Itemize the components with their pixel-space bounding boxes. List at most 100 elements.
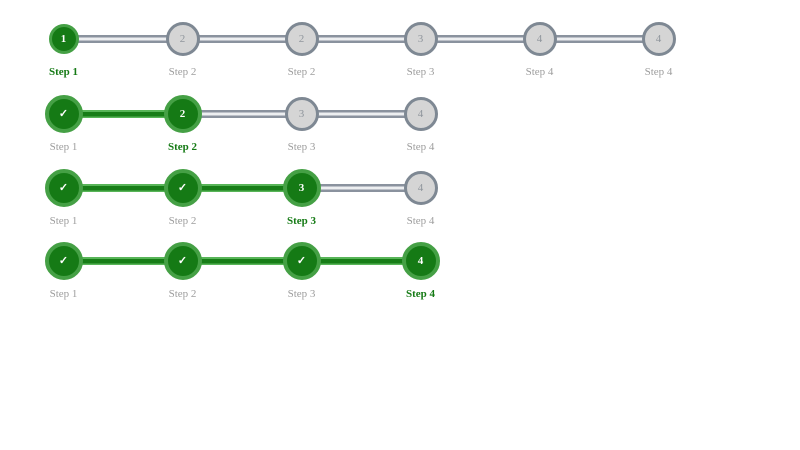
check-icon: ✓ xyxy=(177,181,188,194)
step-circle-done[interactable]: ✓ xyxy=(163,169,202,207)
circle-zone: ✓ xyxy=(4,166,183,210)
circle-zone: ✓ xyxy=(242,239,421,283)
stepper-row-3-step-2: ✓ Step 2 xyxy=(123,166,302,228)
step-number: 3 xyxy=(298,181,305,194)
step-label: Step 1 xyxy=(48,66,79,78)
circle-zone: 3 xyxy=(242,166,421,210)
step-label: Step 1 xyxy=(49,288,78,300)
step-circle-current[interactable]: 1 xyxy=(48,24,79,54)
step-circle-done[interactable]: ✓ xyxy=(163,242,202,280)
step-connector-gray xyxy=(182,35,302,43)
circle-zone: ✓ xyxy=(4,239,183,283)
step-connector-gray xyxy=(420,35,540,43)
circle-zone: 4 xyxy=(599,17,718,61)
step-circle-done[interactable]: ✓ xyxy=(282,242,321,280)
step-connector-gray xyxy=(301,35,421,43)
step-number: 4 xyxy=(417,107,424,120)
step-circle-todo[interactable]: 3 xyxy=(403,22,438,56)
step-label: Step 2 xyxy=(168,288,197,300)
step-label: Step 2 xyxy=(287,66,316,78)
step-label: Step 2 xyxy=(167,141,198,153)
step-circle-done[interactable]: ✓ xyxy=(44,169,83,207)
step-label: Step 4 xyxy=(525,66,554,78)
circle-zone: ✓ xyxy=(4,92,183,136)
circle-zone: 4 xyxy=(361,92,480,136)
step-circle-todo[interactable]: 4 xyxy=(403,171,438,205)
step-label: Step 4 xyxy=(406,141,435,153)
step-connector-green xyxy=(182,257,302,265)
step-number: 4 xyxy=(655,32,662,45)
step-number: 3 xyxy=(417,32,424,45)
step-label: Step 3 xyxy=(287,141,316,153)
step-label: Step 3 xyxy=(286,215,317,227)
step-connector-green xyxy=(301,257,421,265)
stepper-row-4-step-3: ✓ Step 3 xyxy=(242,239,421,301)
step-connector-green xyxy=(63,257,183,265)
step-connector-gray xyxy=(182,110,302,118)
step-label: Step 1 xyxy=(49,215,78,227)
step-connector-green xyxy=(63,184,183,192)
step-label: Step 4 xyxy=(644,66,673,78)
step-label: Step 3 xyxy=(406,66,435,78)
step-circle-todo[interactable]: 4 xyxy=(403,97,438,131)
step-connector-green xyxy=(182,184,302,192)
step-circle-current[interactable]: 3 xyxy=(282,169,321,207)
stepper-row-3-step-1: ✓ Step 1 xyxy=(4,166,183,228)
step-circle-current[interactable]: 4 xyxy=(401,242,440,280)
step-circle-todo[interactable]: 4 xyxy=(641,22,676,56)
step-number: 4 xyxy=(536,32,543,45)
step-number: 2 xyxy=(298,32,305,45)
step-circle-todo[interactable]: 4 xyxy=(522,22,557,56)
step-circle-done[interactable]: ✓ xyxy=(44,95,83,133)
circle-zone: ✓ xyxy=(123,239,302,283)
step-circle-done[interactable]: ✓ xyxy=(44,242,83,280)
circle-zone: 3 xyxy=(242,92,421,136)
step-label: Step 2 xyxy=(168,66,197,78)
stepper-row-2-step-1: ✓Step 1 xyxy=(4,92,183,154)
circle-zone: 4 xyxy=(361,239,480,283)
step-circle-current[interactable]: 2 xyxy=(163,95,202,133)
step-label: Step 4 xyxy=(406,215,435,227)
step-circle-todo[interactable]: 3 xyxy=(284,97,319,131)
step-label: Step 2 xyxy=(168,215,197,227)
stepper-row-4-step-2: ✓ Step 2 xyxy=(123,239,302,301)
step-connector-green xyxy=(63,110,183,118)
step-number: 4 xyxy=(417,181,424,194)
step-connector-gray xyxy=(63,35,183,43)
step-label: Step 3 xyxy=(287,288,316,300)
step-connector-gray xyxy=(539,35,659,43)
circle-zone: 4 xyxy=(361,166,480,210)
check-icon: ✓ xyxy=(58,107,69,120)
check-icon: ✓ xyxy=(296,254,307,267)
circle-zone: 1 xyxy=(4,17,183,61)
circle-zone: 2 xyxy=(123,17,302,61)
step-number: 3 xyxy=(298,107,305,120)
circle-zone: 3 xyxy=(361,17,540,61)
step-connector-gray xyxy=(301,110,421,118)
check-icon: ✓ xyxy=(177,254,188,267)
check-icon: ✓ xyxy=(58,254,69,267)
step-number: 2 xyxy=(179,107,186,120)
circle-zone: ✓ xyxy=(123,166,302,210)
step-circle-todo[interactable]: 2 xyxy=(284,22,319,56)
step-circle-todo[interactable]: 2 xyxy=(165,22,200,56)
circle-zone: 2 xyxy=(242,17,421,61)
step-number: 4 xyxy=(417,254,424,267)
circle-zone: 2 xyxy=(123,92,302,136)
